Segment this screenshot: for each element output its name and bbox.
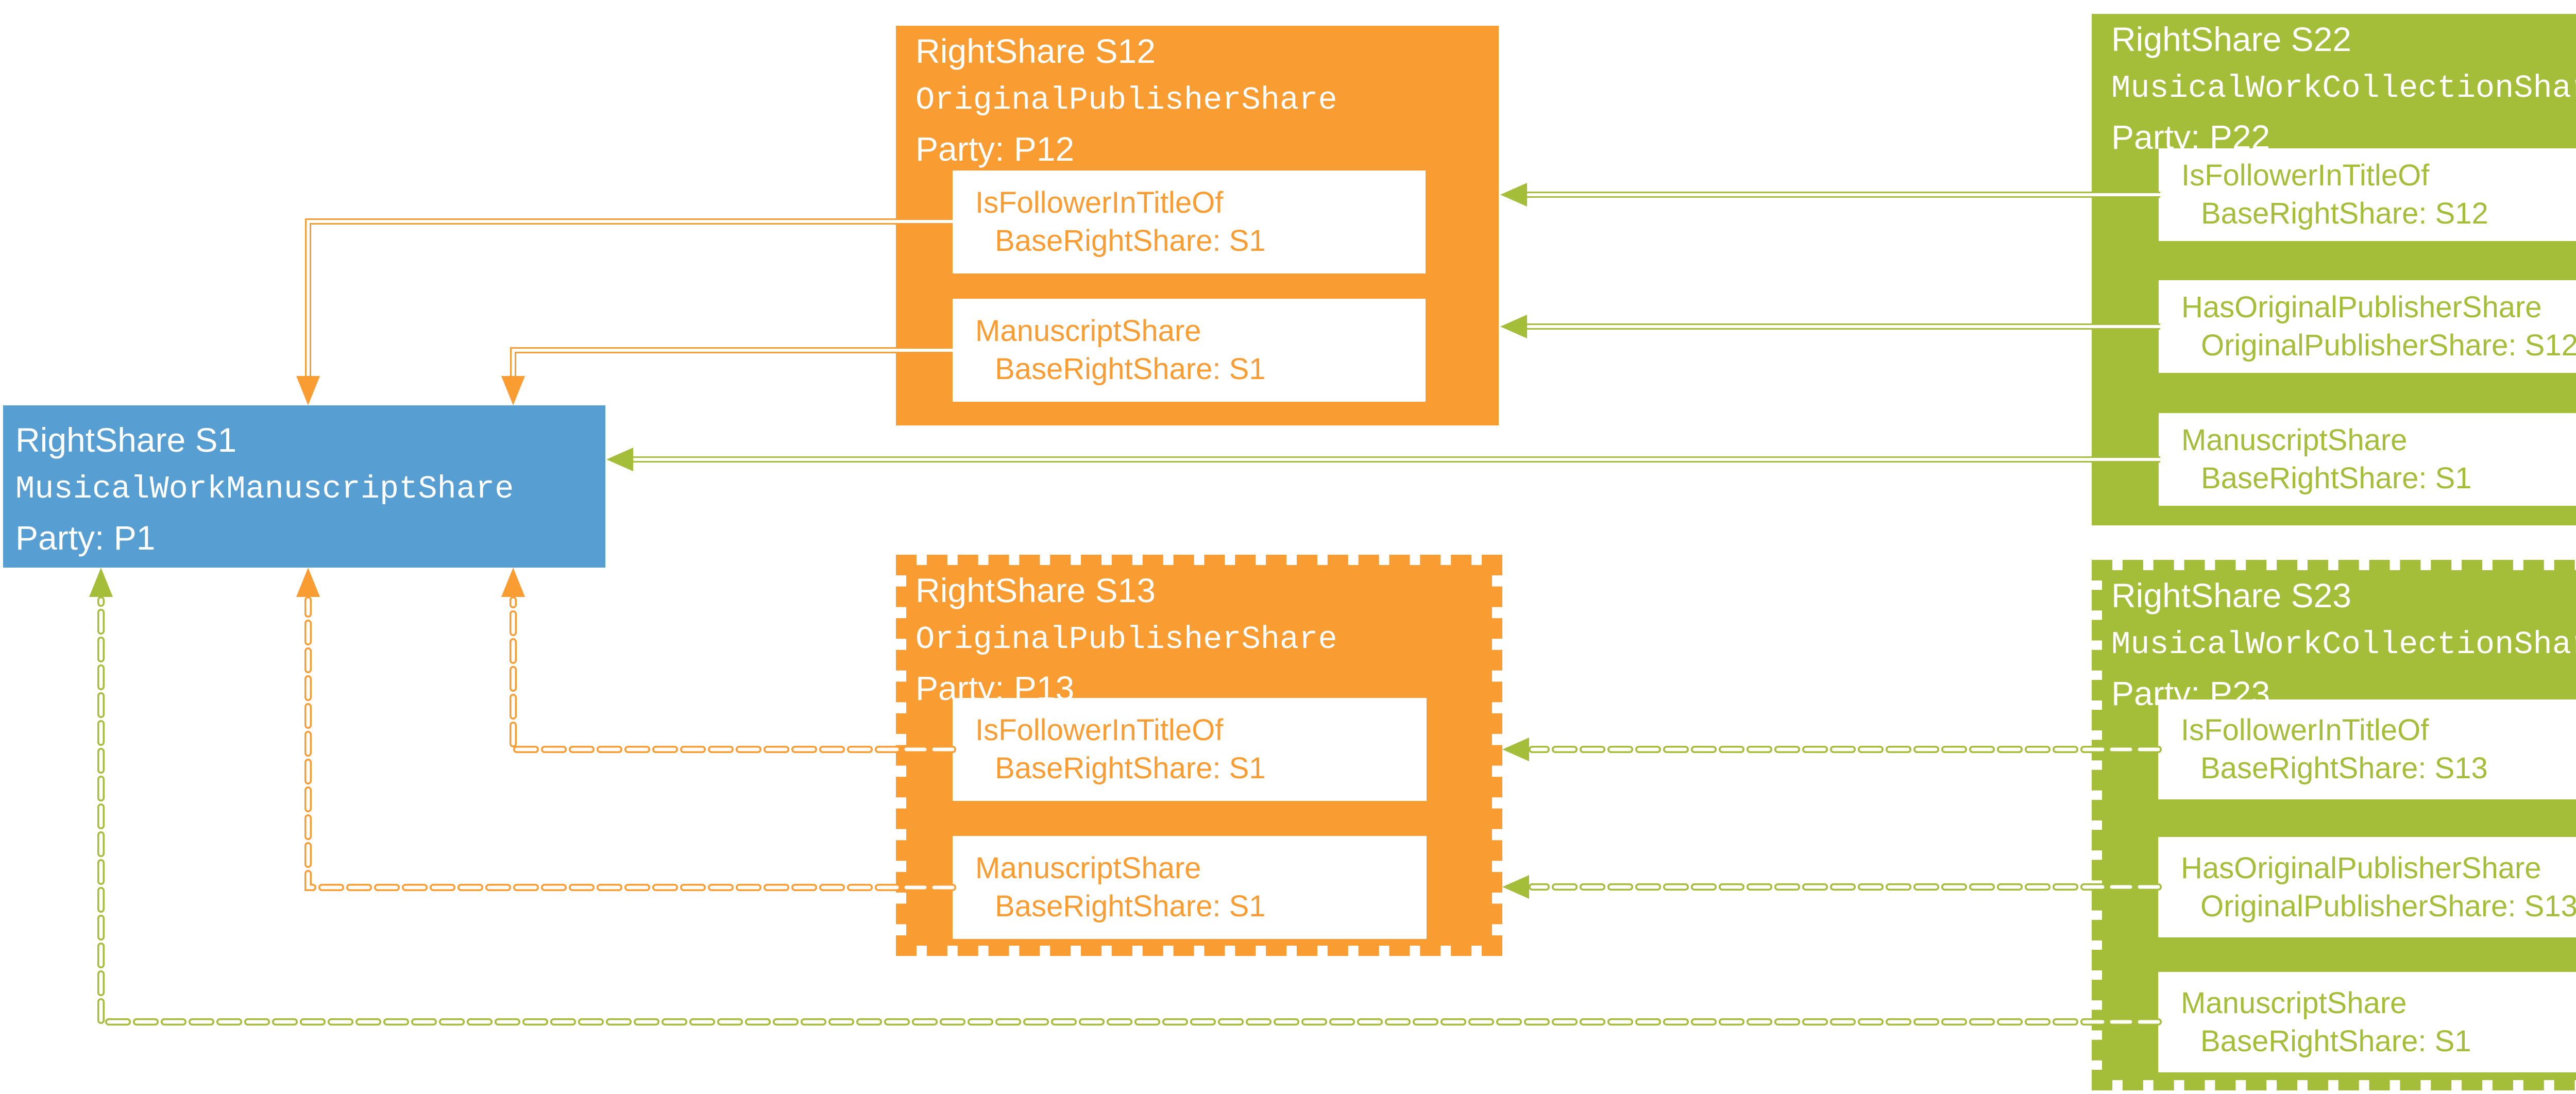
- item-line2: OriginalPublisherShare: S13: [2200, 889, 2576, 923]
- item-line1: ManuscriptShare: [975, 314, 1201, 348]
- node-party: Party: P1: [15, 519, 156, 557]
- node-header: RightShare S12 OriginalPublisherShare Pa…: [896, 26, 1499, 174]
- node-rightshare-s1: RightShare S1 MusicalWorkManuscriptShare…: [3, 405, 605, 568]
- item-line2: BaseRightShare: S12: [2201, 197, 2488, 230]
- item-manuscriptshare: ManuscriptShare BaseRightShare: S1: [953, 299, 1426, 402]
- arrowhead-up: [296, 568, 320, 597]
- arrowhead-down: [501, 376, 525, 405]
- node-rightshare-s13: RightShare S13 OriginalPublisherShare Pa…: [896, 555, 1502, 956]
- item-line2: BaseRightShare: S1: [2201, 461, 2472, 495]
- item-line1: ManuscriptShare: [2181, 423, 2408, 457]
- item-manuscriptshare: ManuscriptShare BaseRightShare: S1: [2159, 413, 2576, 506]
- item-isfollowerintitleof: IsFollowerInTitleOf BaseRightShare: S13: [2158, 699, 2576, 799]
- item-line2: BaseRightShare: S1: [995, 352, 1266, 386]
- item-hasoriginalpublishershare: HasOriginalPublisherShare OriginalPublis…: [2158, 837, 2576, 937]
- item-line1: HasOriginalPublisherShare: [2181, 290, 2542, 324]
- item-manuscriptshare: ManuscriptShare BaseRightShare: S1: [2158, 972, 2576, 1072]
- arrowhead-up: [89, 568, 113, 597]
- item-isfollowerintitleof: IsFollowerInTitleOf BaseRightShare: S1: [953, 698, 1427, 801]
- edge-s12-item2-to-s1: [510, 347, 953, 379]
- node-title: RightShare S1: [15, 421, 237, 459]
- item-line2: BaseRightShare: S1: [2200, 1024, 2471, 1058]
- node-type: OriginalPublisherShare: [916, 621, 1337, 658]
- node-party: Party: P12: [916, 130, 1075, 168]
- node-header: RightShare S22 MusicalWorkCollectionShar…: [2092, 14, 2576, 162]
- node-type: OriginalPublisherShare: [916, 82, 1337, 118]
- item-line1: ManuscriptShare: [975, 851, 1201, 885]
- node-rightshare-s23: RightShare S23 MusicalWorkCollectionShar…: [2092, 560, 2576, 1090]
- node-title: RightShare S13: [916, 571, 1156, 609]
- edge-s12-item1-to-s1: [305, 218, 953, 379]
- node-title: RightShare S12: [916, 32, 1156, 70]
- arrowhead-down: [296, 376, 320, 405]
- node-rightshare-s22: RightShare S22 MusicalWorkCollectionShar…: [2092, 14, 2576, 525]
- node-type: MusicalWorkManuscriptShare: [15, 471, 514, 507]
- item-isfollowerintitleof: IsFollowerInTitleOf BaseRightShare: S12: [2159, 148, 2576, 241]
- arrowhead-left: [606, 448, 633, 471]
- node-header: RightShare S23 MusicalWorkCollectionShar…: [2102, 570, 2576, 718]
- node-title: RightShare S22: [2111, 20, 2351, 58]
- item-line1: IsFollowerInTitleOf: [975, 186, 1224, 219]
- item-line1: HasOriginalPublisherShare: [2181, 851, 2541, 885]
- item-isfollowerintitleof: IsFollowerInTitleOf BaseRightShare: S1: [953, 170, 1426, 274]
- node-type: MusicalWorkCollectionShare: [2111, 626, 2576, 663]
- item-hasoriginalpublishershare: HasOriginalPublisherShare OriginalPublis…: [2159, 280, 2576, 373]
- item-line2: BaseRightShare: S1: [995, 890, 1266, 923]
- node-rightshare-s12: RightShare S12 OriginalPublisherShare Pa…: [896, 26, 1499, 425]
- node-header: RightShare S1 MusicalWorkManuscriptShare…: [3, 405, 605, 562]
- arrowhead-left: [1500, 183, 1527, 207]
- arrowhead-left: [1502, 738, 1529, 761]
- arrowhead-left: [1500, 315, 1527, 338]
- arrowhead-left: [1502, 875, 1529, 899]
- item-line1: IsFollowerInTitleOf: [975, 713, 1224, 747]
- node-type: MusicalWorkCollectionShare: [2111, 70, 2576, 107]
- item-manuscriptshare: ManuscriptShare BaseRightShare: S1: [953, 836, 1427, 939]
- item-line2: BaseRightShare: S13: [2200, 751, 2488, 785]
- node-title: RightShare S23: [2111, 576, 2351, 614]
- item-line2: BaseRightShare: S1: [995, 224, 1266, 258]
- item-line1: IsFollowerInTitleOf: [2181, 159, 2430, 192]
- item-line1: ManuscriptShare: [2181, 986, 2407, 1020]
- node-header: RightShare S13 OriginalPublisherShare Pa…: [906, 565, 1492, 713]
- edge-s13-item1-to-s1: [510, 596, 956, 753]
- item-line1: IsFollowerInTitleOf: [2181, 713, 2429, 747]
- arrowhead-up: [501, 568, 525, 597]
- item-line2: BaseRightShare: S1: [995, 751, 1266, 785]
- item-line2: OriginalPublisherShare: S12: [2201, 329, 2576, 362]
- edge-s13-item2-to-s1: [304, 596, 956, 891]
